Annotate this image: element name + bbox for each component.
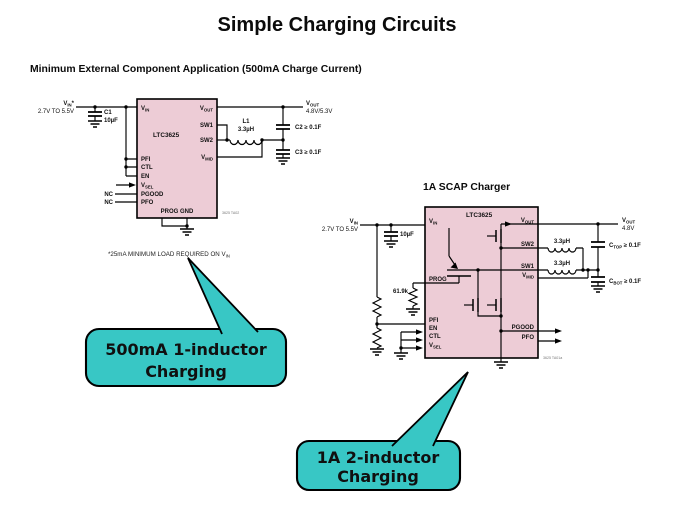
- resistor-divider: [369, 296, 385, 356]
- ground-symbol: [405, 308, 421, 316]
- svg-text:SW1: SW1: [200, 123, 214, 129]
- svg-text:C2 ≥ 0.1F: C2 ≥ 0.1F: [295, 125, 322, 131]
- resistor-61k9: [405, 287, 421, 316]
- svg-text:PFO: PFO: [141, 200, 154, 206]
- svg-text:2.7V TO 5.5V: 2.7V TO 5.5V: [38, 109, 74, 115]
- capacitor-cin: [383, 231, 399, 248]
- ic1-name: LTC3625: [153, 132, 180, 139]
- ground-symbol: [87, 120, 103, 128]
- ic2-name: LTC3625: [466, 212, 493, 219]
- capacitor-c2: [276, 124, 290, 130]
- ground-symbol: [275, 157, 291, 165]
- svg-text:CTL: CTL: [429, 334, 441, 340]
- callout1-pointer: [187, 257, 259, 335]
- callout1-line1: 500mA 1-inductor: [105, 340, 267, 359]
- ground-symbol: [369, 348, 385, 356]
- svg-text:VOUT: VOUT: [306, 101, 319, 107]
- circuit1-footnote: *25mA MINIMUM LOAD REQUIRED ON VIN: [108, 251, 230, 258]
- svg-text:PGOOD: PGOOD: [512, 325, 535, 331]
- callout2-pointer: [391, 371, 469, 447]
- svg-text:L1: L1: [242, 119, 250, 125]
- svg-text:3.3µH: 3.3µH: [554, 261, 570, 267]
- capacitor-cbot: [590, 276, 606, 293]
- svg-text:CBOT ≥ 0.1F: CBOT ≥ 0.1F: [609, 279, 641, 285]
- svg-text:SW2: SW2: [200, 138, 214, 144]
- svg-text:C1: C1: [104, 110, 112, 116]
- svg-text:NC: NC: [104, 192, 113, 198]
- svg-text:3.3µH: 3.3µH: [554, 239, 570, 245]
- inductor-top: [547, 247, 577, 253]
- ground-symbol: [493, 361, 509, 369]
- inductor-l1: [229, 139, 263, 146]
- svg-text:VMID: VMID: [522, 273, 534, 279]
- callout2-box: [295, 439, 462, 492]
- status-output-arrows: [555, 328, 562, 344]
- svg-text:EN: EN: [141, 174, 149, 180]
- callout-1a-charging: 1A 2-inductor Charging: [295, 371, 469, 492]
- svg-text:SW1: SW1: [521, 264, 535, 270]
- ground-symbol: [393, 352, 409, 360]
- ground-symbol: [383, 240, 399, 248]
- callout-500ma-charging: 500mA 1-inductor Charging: [84, 257, 288, 388]
- svg-text:PFI: PFI: [429, 318, 439, 324]
- circuit1-ref: 3625 TA02: [222, 211, 239, 215]
- svg-text:CTL: CTL: [141, 165, 153, 171]
- svg-text:VIN: VIN: [429, 219, 437, 225]
- svg-text:VMID: VMID: [201, 155, 213, 161]
- svg-text:CTOP ≥ 0.1F: CTOP ≥ 0.1F: [609, 243, 641, 249]
- svg-text:NC: NC: [104, 200, 113, 206]
- capacitor-c1: [87, 111, 103, 128]
- svg-text:2.7V TO 5.5V: 2.7V TO 5.5V: [322, 227, 358, 233]
- svg-text:4.8V/5.3V: 4.8V/5.3V: [306, 109, 332, 115]
- svg-text:PROG GND: PROG GND: [161, 209, 194, 215]
- svg-text:PROG: PROG: [429, 277, 447, 283]
- ground-symbol: [179, 228, 195, 236]
- svg-text:VIN*: VIN*: [63, 101, 74, 107]
- svg-text:VSEL: VSEL: [429, 343, 442, 349]
- circuit2: 1A SCAP Charger: [322, 182, 642, 369]
- callout2-line2: Charging: [337, 467, 419, 486]
- circuit2-ref: 3625 TA01a: [543, 356, 562, 360]
- svg-text:VIN: VIN: [141, 106, 149, 112]
- circuit2-labels: VIN 2.7V TO 5.5V 10µF 61.9k 3.3µH 3.3µH …: [322, 218, 642, 360]
- callout2-line1: 1A 2-inductor: [317, 448, 440, 467]
- svg-text:EN: EN: [429, 326, 437, 332]
- circuit2-heading: 1A SCAP Charger: [423, 182, 510, 193]
- page-title: Simple Charging Circuits: [218, 14, 457, 36]
- circuit2-junctions: [375, 222, 600, 350]
- control-arrows: [416, 329, 423, 351]
- circuit1-junctions: [93, 105, 285, 228]
- svg-text:PFI: PFI: [141, 157, 151, 163]
- svg-text:PFO: PFO: [522, 335, 535, 341]
- svg-text:61.9k: 61.9k: [393, 289, 409, 295]
- svg-text:PGOOD: PGOOD: [141, 192, 164, 198]
- capacitor-c3: [275, 149, 291, 165]
- svg-text:VOUT: VOUT: [521, 218, 534, 224]
- svg-text:C3 ≥ 0.1F: C3 ≥ 0.1F: [295, 150, 322, 156]
- circuit1-labels: VIN* 2.7V TO 5.5V C1 10µF NC NC L1 3.3µH…: [38, 101, 333, 258]
- svg-text:3.3µH: 3.3µH: [238, 127, 254, 133]
- ic1-ltc3625: [136, 98, 218, 219]
- capacitor-ctop: [591, 241, 605, 248]
- svg-text:10µF: 10µF: [400, 232, 414, 238]
- callout1-line2: Charging: [145, 362, 227, 381]
- svg-text:VIN: VIN: [350, 219, 358, 225]
- ic2-internals: [425, 221, 538, 362]
- ic1-pin-labels: VIN PFI CTL EN VSEL PGOOD PFO PROG GND V…: [141, 106, 214, 215]
- svg-text:VOUT: VOUT: [200, 106, 213, 112]
- callout1-box: [84, 327, 288, 388]
- svg-text:SW2: SW2: [521, 242, 535, 248]
- svg-text:10µF: 10µF: [104, 118, 118, 124]
- svg-text:VOUT: VOUT: [622, 218, 635, 224]
- ground-symbol: [590, 285, 606, 293]
- svg-text:VSEL: VSEL: [141, 183, 154, 189]
- ic2-pin-labels: VIN PROG PFI EN CTL VSEL VOUT SW2 SW1 VM…: [429, 218, 535, 349]
- vsel-arrow-icon: [129, 182, 136, 188]
- circuit1-heading: Minimum External Component Application (…: [30, 64, 362, 75]
- circuit1: Minimum External Component Application (…: [30, 64, 362, 258]
- inductor-bottom: [547, 269, 577, 275]
- svg-text:4.8V: 4.8V: [622, 226, 634, 232]
